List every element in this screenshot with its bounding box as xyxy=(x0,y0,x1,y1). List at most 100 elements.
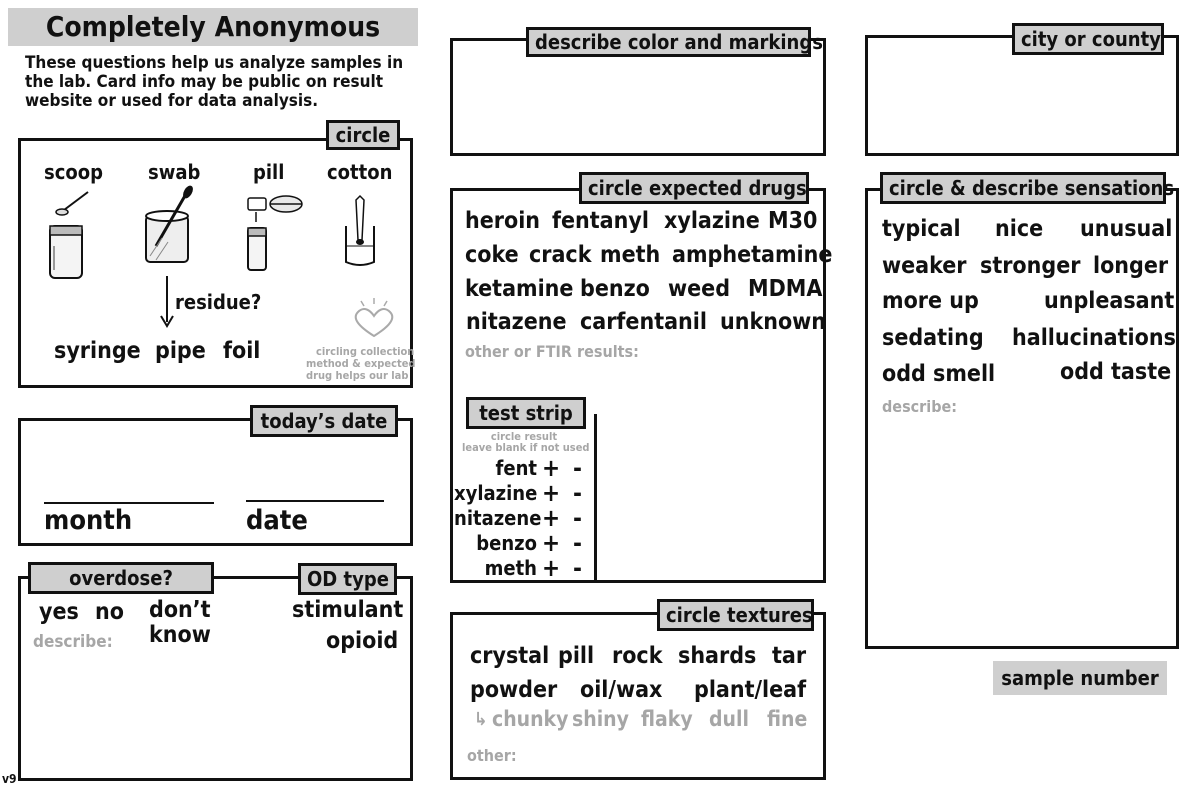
month-label: month xyxy=(44,505,133,536)
texture-plant-leaf[interactable]: plant/leaf xyxy=(694,677,807,703)
heart-hands-icon xyxy=(354,298,394,338)
texture-tar[interactable]: tar xyxy=(772,643,807,669)
sensation-stronger[interactable]: stronger xyxy=(980,253,1081,279)
residue-label: residue? xyxy=(175,290,262,314)
sensation-odd-smell[interactable]: odd smell xyxy=(882,361,996,387)
strip-benzo-minus[interactable]: - xyxy=(573,529,582,557)
city-box[interactable] xyxy=(865,35,1179,156)
sensations-label: circle & describe sensations xyxy=(880,172,1174,204)
overdose-dont-know-1[interactable]: don’t xyxy=(149,597,211,623)
method-pipe[interactable]: pipe xyxy=(155,338,206,364)
method-foil[interactable]: foil xyxy=(223,338,261,364)
title-banner: Completely Anonymous xyxy=(8,8,418,46)
drug-coke[interactable]: coke xyxy=(465,242,519,268)
city-label: city or county xyxy=(1012,23,1164,55)
texture-pill[interactable]: pill xyxy=(558,643,595,669)
collection-note-2: method & expected xyxy=(306,357,416,370)
intro-line-3: website or used for data analysis. xyxy=(25,91,319,111)
sensation-weaker[interactable]: weaker xyxy=(882,253,967,279)
test-strip-label: test strip xyxy=(466,397,586,429)
texture-shiny[interactable]: shiny xyxy=(572,707,629,731)
drug-carfentanil[interactable]: carfentanil xyxy=(580,309,707,335)
overdose-describe: describe: xyxy=(33,632,113,652)
color-label: describe color and markings xyxy=(526,27,823,57)
strip-xylazine-plus[interactable]: + xyxy=(542,479,561,507)
od-type-stimulant[interactable]: stimulant xyxy=(292,597,404,623)
sensation-odd-taste[interactable]: odd taste xyxy=(1060,359,1172,385)
drug-unknown[interactable]: unknown xyxy=(720,309,827,335)
collection-label: circle xyxy=(326,120,400,150)
method-scoop[interactable]: scoop xyxy=(44,160,103,184)
method-swab[interactable]: swab xyxy=(148,160,201,184)
drug-weed[interactable]: weed xyxy=(668,276,731,302)
sensation-more-up[interactable]: more up xyxy=(882,288,979,314)
drug-fentanyl[interactable]: fentanyl xyxy=(552,208,649,234)
page-title: Completely Anonymous xyxy=(45,10,381,43)
overdose-yes[interactable]: yes xyxy=(39,599,79,625)
overdose-label: overdose? xyxy=(28,562,214,594)
texture-oil-wax[interactable]: oil/wax xyxy=(580,677,663,703)
overdose-box xyxy=(18,576,413,781)
strip-meth: meth xyxy=(484,556,537,580)
texture-flaky[interactable]: flaky xyxy=(641,707,693,731)
textures-box xyxy=(450,612,826,780)
texture-fine[interactable]: fine xyxy=(767,707,808,731)
method-pill[interactable]: pill xyxy=(253,160,285,184)
swab-cup-icon xyxy=(145,185,193,263)
drug-heroin[interactable]: heroin xyxy=(465,208,541,234)
od-type-opioid[interactable]: opioid xyxy=(326,628,399,654)
drug-nitazene[interactable]: nitazene xyxy=(466,309,567,335)
method-cotton[interactable]: cotton xyxy=(327,160,393,184)
sensation-unpleasant[interactable]: unpleasant xyxy=(1044,288,1175,314)
strip-benzo-plus[interactable]: + xyxy=(542,529,561,557)
drug-mdma[interactable]: MDMA xyxy=(748,276,823,302)
textures-label: circle textures xyxy=(657,599,814,631)
sensation-nice[interactable]: nice xyxy=(995,216,1044,242)
strip-fent-minus[interactable]: - xyxy=(573,454,582,482)
drug-m30[interactable]: M30 xyxy=(768,208,818,234)
strip-fent-plus[interactable]: + xyxy=(542,454,561,482)
method-syringe[interactable]: syringe xyxy=(54,338,141,364)
drugs-other: other or FTIR results: xyxy=(465,342,639,361)
residue-arrow-icon xyxy=(160,276,174,328)
drug-ketamine[interactable]: ketamine xyxy=(465,276,574,302)
strip-xylazine-minus[interactable]: - xyxy=(573,479,582,507)
strip-meth-plus[interactable]: + xyxy=(542,554,561,582)
sensations-describe: describe: xyxy=(882,397,958,416)
texture-powder[interactable]: powder xyxy=(470,677,558,703)
strip-nitazene-minus[interactable]: - xyxy=(573,504,582,532)
drug-benzo[interactable]: benzo xyxy=(580,276,650,302)
drug-amphetamine[interactable]: amphetamine xyxy=(672,242,833,268)
sensation-sedating[interactable]: sedating xyxy=(882,325,984,351)
texture-shards[interactable]: shards xyxy=(678,643,757,669)
textures-other: other: xyxy=(467,746,517,765)
texture-dull[interactable]: dull xyxy=(709,707,749,731)
sensation-longer[interactable]: longer xyxy=(1093,253,1169,279)
sensation-hallucinations[interactable]: hallucinations xyxy=(1012,325,1176,351)
test-strip-hint-1: circle result xyxy=(490,430,558,443)
month-line[interactable] xyxy=(44,502,214,504)
strip-meth-minus[interactable]: - xyxy=(573,554,582,582)
drug-crack[interactable]: crack xyxy=(529,242,592,268)
intro-line-2: the lab. Card info may be public on resu… xyxy=(25,72,384,92)
test-strip-box xyxy=(450,414,597,583)
texture-crystal[interactable]: crystal xyxy=(470,643,550,669)
overdose-dont-know-2[interactable]: know xyxy=(149,622,211,648)
drug-xylazine[interactable]: xylazine xyxy=(664,208,760,234)
date-box xyxy=(18,418,413,546)
texture-rock[interactable]: rock xyxy=(612,643,663,669)
strip-nitazene-plus[interactable]: + xyxy=(542,504,561,532)
sensation-typical[interactable]: typical xyxy=(882,216,961,242)
overdose-no[interactable]: no xyxy=(95,599,124,625)
strip-benzo: benzo xyxy=(476,531,537,555)
version-label: v9 xyxy=(2,772,17,786)
color-box[interactable] xyxy=(450,38,826,156)
cotton-cup-icon xyxy=(345,194,375,266)
drug-meth[interactable]: meth xyxy=(600,242,661,268)
sensation-unusual[interactable]: unusual xyxy=(1080,216,1173,242)
texture-chunky[interactable]: chunky xyxy=(492,707,569,731)
strip-nitazene: nitazene xyxy=(454,506,542,530)
sensations-box xyxy=(865,188,1179,649)
sample-number-label: sample number xyxy=(993,661,1167,695)
date-line[interactable] xyxy=(246,500,384,502)
